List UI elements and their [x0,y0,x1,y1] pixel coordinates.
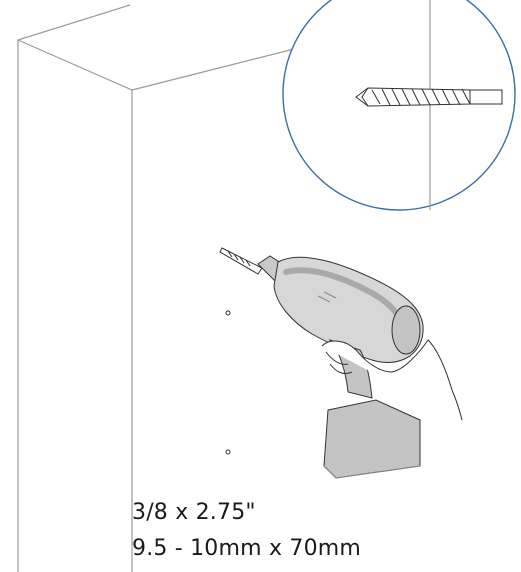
cabinet-panel [17,4,311,572]
cordless-drill-icon [219,247,463,479]
screw-size-imperial: 3/8 x 2.75" [132,500,256,525]
magnifier-detail-icon [282,0,516,211]
pilot-hole-markers [225,310,231,455]
screw-size-metric: 9.5 - 10mm x 70mm [132,536,362,561]
pilot-hole-lower [225,449,231,455]
pilot-hole-upper [225,310,231,316]
drill-bit-icon [355,87,503,107]
